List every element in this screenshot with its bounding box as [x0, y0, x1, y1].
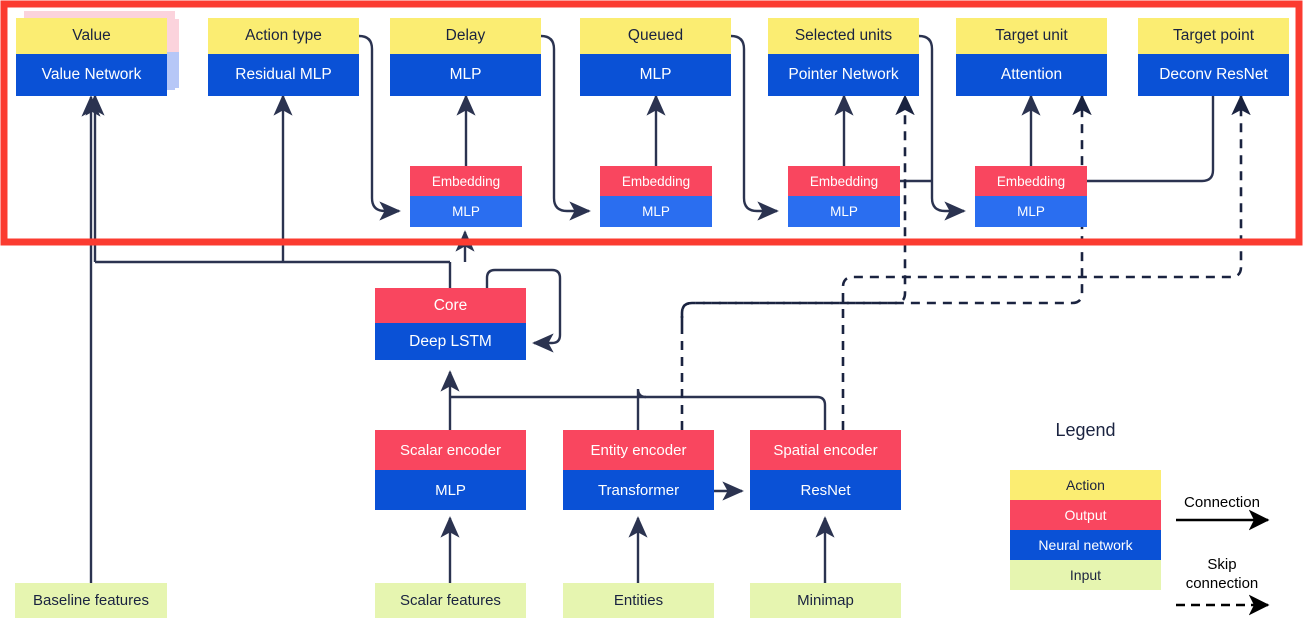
encoder-output-label-entity-encoder: Entity encoder: [563, 430, 714, 470]
legend-arrow-label-skip-line1: Skip: [1207, 556, 1237, 573]
skip-entity-to-pointer-network: [680, 94, 915, 325]
head-network-label-queued: MLP: [580, 54, 731, 96]
legend-swatch-legend-input: Input: [1010, 560, 1161, 590]
encoder-network-label-spatial-encoder: ResNet: [750, 470, 901, 510]
skip-entity-to-attention: [1071, 94, 1092, 305]
head-action-label-value: Value: [16, 18, 167, 54]
head-network-label-target-unit: Attention: [956, 54, 1107, 96]
skip-spatial-to-deconv-resnet: [841, 94, 1251, 430]
embedding-network-label-embedding-queued: MLP: [600, 196, 712, 227]
conn-selected-units-to-target-unit-embedding: [918, 34, 966, 221]
legend-title: Legend: [1055, 420, 1116, 440]
head-network-label-target-point: Deconv ResNet: [1138, 54, 1289, 96]
embedding-output-label-embedding-delay: Embedding: [410, 166, 522, 196]
skip-connections: [680, 94, 1251, 430]
legend-swatch-legend-neural-network: Neural network: [1010, 530, 1161, 560]
core-output-label: Core: [375, 288, 526, 323]
embedding-output-label-embedding-queued: Embedding: [600, 166, 712, 196]
legend-swatch-legend-action: Action: [1010, 470, 1161, 500]
head-action-label-selected-units: Selected units: [768, 18, 919, 54]
head-action-label-queued: Queued: [580, 18, 731, 54]
embedding-network-label-embedding-delay: MLP: [410, 196, 522, 227]
embedding-output-label-embedding-selected-units: Embedding: [788, 166, 900, 196]
input-box-scalar-features: Scalar features: [375, 583, 526, 618]
action-head-highlight-frame: [0, 0, 1303, 246]
encoder-network-label-scalar-encoder: MLP: [375, 470, 526, 510]
conn-entity-encoder-to-bus: [636, 388, 647, 430]
embedding-network-label-embedding-selected-units: MLP: [788, 196, 900, 227]
encoder-output-label-scalar-encoder: Scalar encoder: [375, 430, 526, 470]
conn-delay-to-queued-embedding: [540, 34, 591, 221]
head-network-label-value: Value Network: [16, 54, 167, 96]
conn-spatial-encoder-to-bus: [816, 395, 827, 430]
legend-arrows: [1176, 509, 1270, 616]
head-network-label-delay: MLP: [390, 54, 541, 96]
head-action-label-delay: Delay: [390, 18, 541, 54]
legend-arrow-label-skip-line2: connection: [1185, 575, 1259, 592]
encoder-output-label-spatial-encoder: Spatial encoder: [750, 430, 901, 470]
core-network-label: Deep LSTM: [375, 323, 526, 360]
head-action-label-action-type: Action type: [208, 18, 359, 54]
legend-arrow-label-connection: Connection: [1184, 494, 1260, 511]
input-box-entities: Entities: [563, 583, 714, 618]
legend-swatch-legend-output: Output: [1010, 500, 1161, 530]
head-network-label-selected-units: Pointer Network: [768, 54, 919, 96]
embedding-network-label-embedding-target-unit: MLP: [975, 196, 1087, 227]
head-action-label-target-point: Target point: [1138, 18, 1289, 54]
input-box-minimap: Minimap: [750, 583, 901, 618]
encoder-network-label-entity-encoder: Transformer: [563, 470, 714, 510]
head-action-label-target-unit: Target unit: [956, 18, 1107, 54]
conn-queued-to-selected-units-embedding: [730, 34, 779, 221]
connection-lines: [81, 34, 1215, 583]
head-network-label-action-type: Residual MLP: [208, 54, 359, 96]
conn-target-point-feed-into-embedding: [995, 96, 1215, 191]
embedding-output-label-embedding-target-unit: Embedding: [975, 166, 1087, 196]
input-box-baseline-features: Baseline features: [15, 583, 167, 618]
skip-entity-encoder-bus: [680, 301, 1072, 430]
conn-core-recurrent-loop: [485, 268, 562, 353]
conn-action-type-to-delay-embedding: [358, 34, 401, 221]
